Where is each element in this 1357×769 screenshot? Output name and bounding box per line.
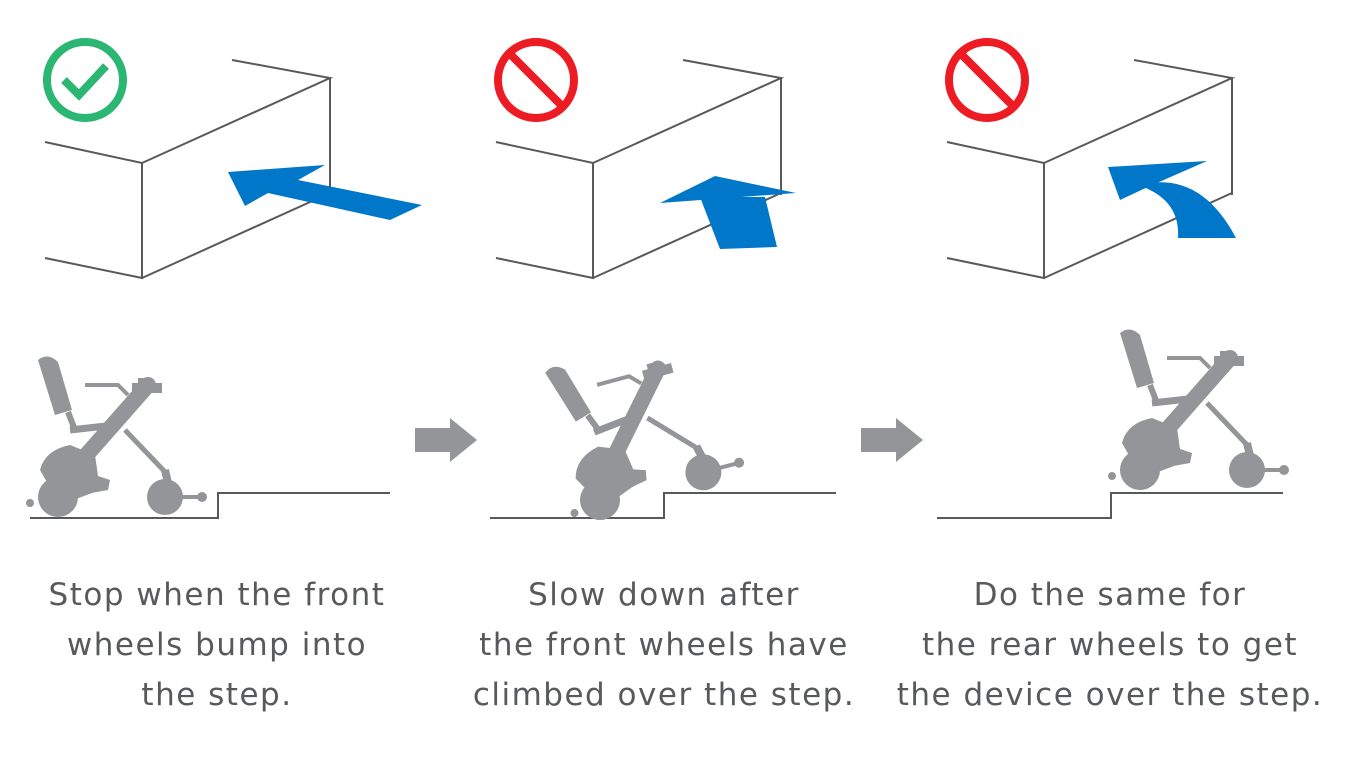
next-step-arrow-icon <box>861 418 923 462</box>
straight-approach-arrow <box>228 165 422 220</box>
wheelchair-icon <box>533 326 749 528</box>
step-box-3 <box>946 59 1233 279</box>
prohibited-icon <box>945 38 1029 122</box>
step-ground-line-1 <box>30 492 390 519</box>
step-ground-line-3 <box>937 492 1283 519</box>
step-ground-line-2 <box>490 492 836 519</box>
caption-line: Do the same for <box>973 577 1247 613</box>
check-circle-icon <box>43 38 127 122</box>
caption-line: wheels bump into <box>66 627 368 663</box>
step-2-caption: Slow down after the front wheels have cl… <box>444 570 884 720</box>
angled-approach-arrow <box>660 176 796 249</box>
caption-line: climbed over the step. <box>472 677 856 713</box>
curved-approach-arrow <box>1108 161 1236 238</box>
caption-line: Slow down after <box>528 577 800 613</box>
prohibited-icon <box>494 38 578 122</box>
caption-line: the front wheels have <box>479 627 849 663</box>
next-step-arrow-icon <box>415 418 477 462</box>
caption-line: the step. <box>141 677 293 713</box>
step-3-caption: Do the same for the rear wheels to get t… <box>890 570 1330 720</box>
wheelchair-icon <box>1108 329 1289 490</box>
caption-line: Stop when the front <box>48 577 386 613</box>
step-1-caption: Stop when the front wheels bump into the… <box>0 570 437 720</box>
caption-line: the rear wheels to get <box>921 627 1299 663</box>
wheelchair-icon <box>26 356 207 517</box>
caption-line: the device over the step. <box>896 677 1324 713</box>
